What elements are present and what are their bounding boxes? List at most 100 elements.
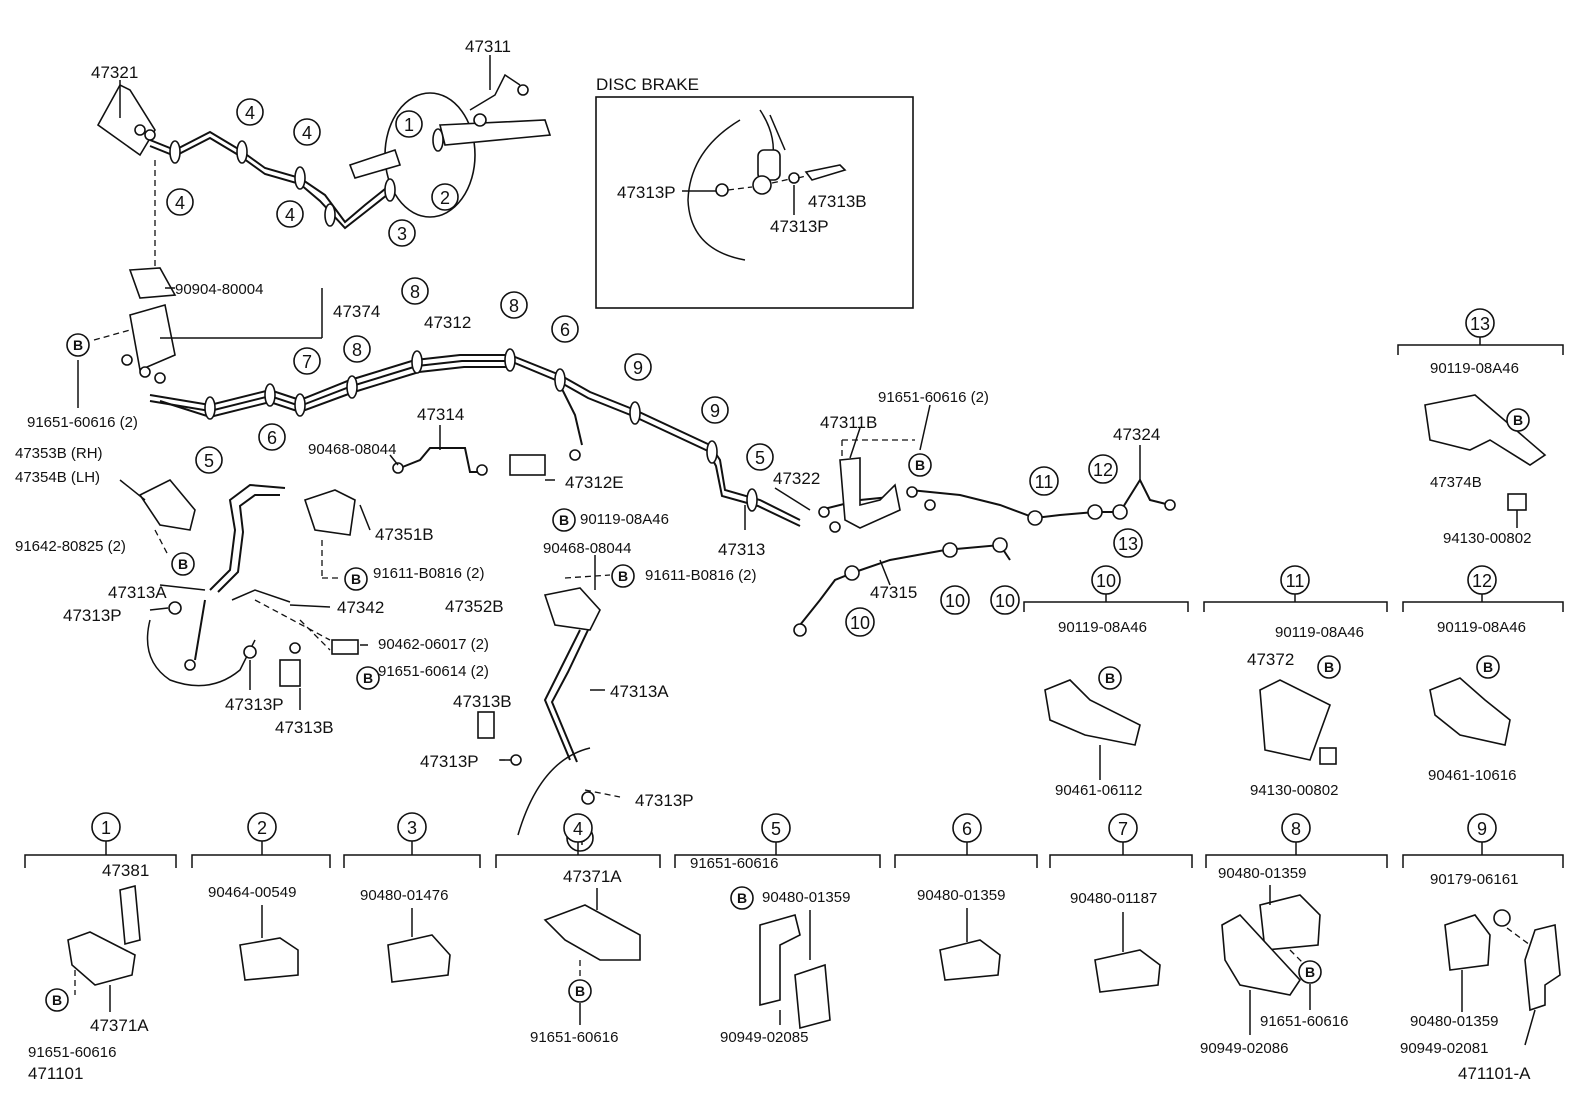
svg-text:B: B: [737, 890, 747, 906]
detail-9-part-1: 90480-01359: [1410, 1013, 1498, 1030]
svg-text:2: 2: [257, 818, 267, 838]
svg-text:5: 5: [755, 448, 765, 468]
plate-47381-icon: [119, 884, 141, 946]
marker-10b: 10: [940, 585, 970, 615]
marker-8c: 8: [500, 291, 528, 319]
gasket-icon: [715, 183, 729, 197]
svg-text:B: B: [559, 512, 569, 528]
callout-23: 90462-06017 (2): [378, 636, 489, 653]
callout-4: 47312: [424, 313, 471, 332]
cushion-90904: [128, 267, 177, 299]
callout-3: 47374: [333, 302, 380, 321]
marker-10a: 10: [845, 607, 875, 637]
detail-1-part-2: 91651-60616: [28, 1044, 116, 1061]
svg-text:B: B: [363, 670, 373, 686]
detail-11-part-0: 90119-08A46: [1275, 624, 1364, 641]
disc-brake-label-2: 47313P: [770, 217, 829, 236]
callout-33: 47315: [870, 583, 917, 602]
detail-8: 8 90480-01359 B 91651-60616 90949-02086: [1200, 813, 1388, 1057]
detail-8-part-0: 90480-01359: [1218, 865, 1306, 882]
bracket-47321: [96, 83, 156, 157]
nut-icon: [1493, 909, 1511, 927]
callout-12: 47313B: [275, 718, 334, 737]
svg-text:10: 10: [995, 591, 1015, 611]
svg-text:13: 13: [1118, 534, 1138, 554]
marker-10c: 10: [990, 585, 1020, 615]
svg-text:B: B: [52, 992, 62, 1008]
callout-8: 91642-80825 (2): [15, 538, 126, 555]
svg-text:4: 4: [245, 103, 255, 123]
clamp-90480-01476-icon: [387, 934, 451, 983]
clamp-90461-icon: [1044, 679, 1141, 746]
callout-19: 90119-08A46: [580, 511, 669, 528]
callout-31: 47322: [773, 469, 820, 488]
svg-text:2: 2: [440, 188, 450, 208]
clamp-90461-10616-icon: [1429, 677, 1511, 746]
callout-18: 47312E: [565, 473, 624, 492]
bracket-47352b: [543, 587, 601, 631]
detail-5-part-0: 91651-60616: [690, 855, 778, 872]
marker-4c: 4: [166, 188, 194, 216]
svg-text:5: 5: [771, 819, 781, 839]
bracket-47351b: [303, 489, 356, 536]
callout-21: 91611-B0816 (2): [645, 567, 756, 584]
svg-text:B: B: [73, 337, 83, 353]
master-cylinder-icon: [438, 119, 552, 146]
svg-text:12: 12: [1093, 460, 1113, 480]
bolt-symbol: B: [552, 508, 576, 532]
svg-text:B: B: [178, 556, 188, 572]
bolt-symbol: B: [66, 333, 90, 357]
master-cylinder-port-icon: [348, 148, 402, 179]
svg-text:9: 9: [1477, 819, 1487, 839]
disc-brake-label-1: 47313B: [808, 192, 867, 211]
svg-text:9: 9: [710, 401, 720, 421]
detail-11-part-1: 47372: [1247, 650, 1294, 669]
callout-14: 47314: [417, 405, 464, 424]
callout-6: 47353B (RH): [15, 445, 103, 462]
bolt-symbol: B: [908, 453, 932, 477]
svg-text:B: B: [1105, 670, 1115, 686]
callout-30: 91651-60616 (2): [878, 389, 989, 406]
svg-text:10: 10: [1096, 571, 1116, 591]
callout-26: 47313B: [453, 692, 512, 711]
svg-text:8: 8: [509, 296, 519, 316]
bolt-47313b-icon: [279, 659, 301, 687]
marker-1: 1: [395, 110, 423, 138]
callout-29: 47311B: [820, 413, 877, 432]
svg-text:7: 7: [302, 352, 312, 372]
detail-13-part-1: 47374B: [1430, 474, 1482, 491]
marker-5a: 5: [195, 446, 223, 474]
svg-text:10: 10: [945, 591, 965, 611]
detail-6-part-0: 90480-01359: [917, 887, 1005, 904]
detail-13-part-0: 90119-08A46: [1430, 360, 1519, 377]
marker-4d: 4: [276, 200, 304, 228]
bracket-90949-02081-icon: [1524, 923, 1561, 1012]
marker-6a: 6: [258, 423, 286, 451]
callout-0: 47321: [91, 63, 138, 82]
svg-text:12: 12: [1472, 571, 1492, 591]
clamp-90480-01187-icon: [1094, 949, 1161, 993]
marker-7: 7: [293, 347, 321, 375]
svg-text:8: 8: [1291, 819, 1301, 839]
marker-9b: 9: [701, 396, 729, 424]
detail-10-part-0: 90119-08A46: [1058, 619, 1147, 636]
callout-20: 90468-08044: [543, 540, 631, 557]
svg-text:9: 9: [633, 358, 643, 378]
svg-text:13: 13: [1470, 314, 1490, 334]
bolt-icon: [804, 164, 847, 181]
marker-8a: 8: [343, 335, 371, 363]
svg-text:B: B: [1513, 412, 1523, 428]
callout-2: 90904-80004: [175, 281, 263, 298]
disc-brake-inset: DISC BRAKE 47313P 47313B 47313P: [595, 75, 914, 309]
svg-text:1: 1: [101, 818, 111, 838]
detail-13: 13 90119-08A46 B 47374B 94130-00802: [1397, 308, 1564, 547]
diagram-code-left: 471101: [28, 1064, 83, 1083]
bolt-symbol: B: [171, 552, 195, 576]
union-bolt-icon: [752, 175, 772, 195]
callout-22: 47352B: [445, 597, 504, 616]
detail-2: 2 90464-00549: [191, 812, 331, 981]
clamp-90480-8-icon: [1259, 894, 1321, 951]
svg-text:6: 6: [267, 428, 277, 448]
callout-28: 47313P: [635, 791, 694, 810]
